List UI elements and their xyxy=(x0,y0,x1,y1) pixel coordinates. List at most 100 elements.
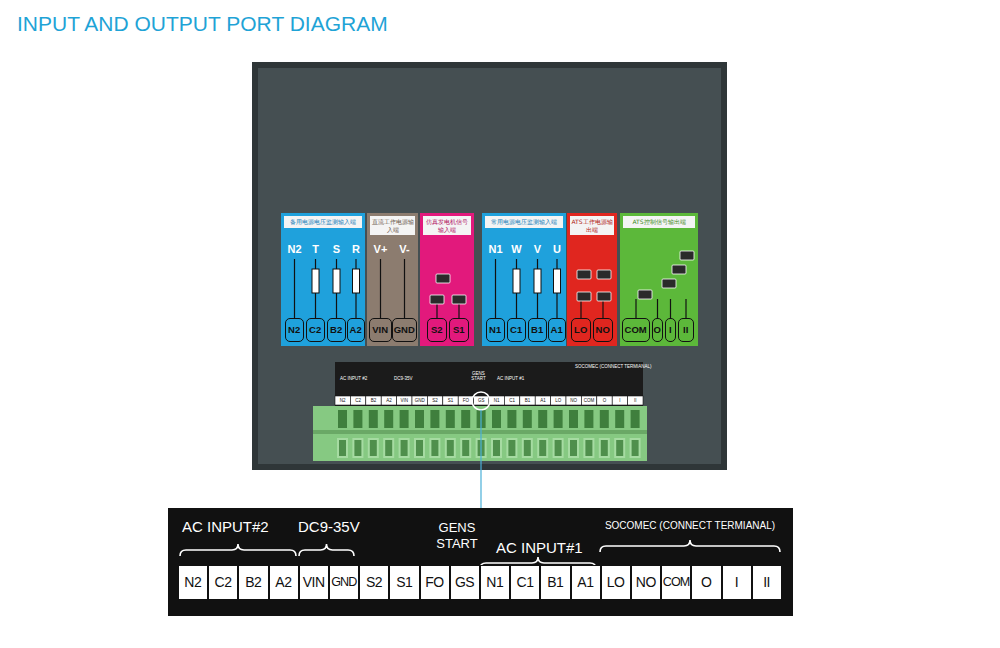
wire-hole xyxy=(585,440,592,456)
terminal-marker: O xyxy=(652,318,663,342)
terminal-name: S2 xyxy=(431,324,443,335)
terminal-marker: N1 xyxy=(486,318,505,342)
small-cell xyxy=(412,396,427,405)
small-cell xyxy=(581,396,596,405)
fuse-symbol xyxy=(513,269,520,293)
small-cell-name: N1 xyxy=(494,398,500,403)
wire-hole xyxy=(524,440,531,456)
wire-hole xyxy=(601,440,608,456)
screw-slot xyxy=(584,410,593,428)
terminal-cell: A2 xyxy=(269,565,299,600)
cell-name: B1 xyxy=(547,574,563,590)
small-cell-name: NO xyxy=(570,398,577,403)
brace xyxy=(180,544,296,556)
small-cell-name: O xyxy=(603,398,607,403)
wire-entry xyxy=(537,438,548,458)
wire-entry xyxy=(368,438,379,458)
cell-name: GS xyxy=(455,574,474,590)
cell-name: NO xyxy=(636,574,656,590)
small-cell xyxy=(397,396,412,405)
small-cell xyxy=(489,396,504,405)
small-cell xyxy=(504,396,519,405)
relay-symbol xyxy=(436,274,450,283)
screw-slot xyxy=(615,410,624,428)
screw-slot xyxy=(538,410,547,428)
terminal-letter: R xyxy=(352,243,360,255)
terminal-letter: V xyxy=(534,243,541,255)
small-cell xyxy=(335,396,350,405)
terminal-cell: I xyxy=(722,565,752,600)
screw-slot xyxy=(492,410,501,428)
group-heading: AC INPUT#1 xyxy=(496,539,583,557)
strip-heading: ATS控制信号输出端 xyxy=(623,216,695,228)
relay-symbol xyxy=(577,270,591,279)
wire-hole xyxy=(447,440,454,456)
cell-name: A2 xyxy=(275,574,291,590)
color-label-strip: ATS工作电源输出端LONO xyxy=(567,213,617,346)
terminal-name: COM xyxy=(625,324,647,335)
small-cell-name: VIN xyxy=(401,398,409,403)
small-cell xyxy=(443,396,458,405)
cell-name: C1 xyxy=(517,574,534,590)
terminal-cell: B1 xyxy=(540,565,570,600)
wire-hole xyxy=(570,440,577,456)
small-cell-name: COM xyxy=(584,398,595,403)
group-heading: GENS START xyxy=(432,520,482,551)
small-cell-name: A2 xyxy=(386,398,392,403)
wire-entry xyxy=(491,438,502,458)
wire xyxy=(495,259,496,318)
zoom-circle xyxy=(472,392,490,410)
cell-name: C2 xyxy=(215,574,232,590)
fuse-symbol xyxy=(554,269,561,293)
small-cell xyxy=(427,396,442,405)
small-cell xyxy=(474,396,489,405)
cell-name: FO xyxy=(425,574,443,590)
brace xyxy=(600,540,780,552)
small-cell-name: I xyxy=(619,398,620,403)
small-cell-name: II xyxy=(634,398,637,403)
small-cell xyxy=(381,396,396,405)
wire-entry xyxy=(352,438,363,458)
screw-slot xyxy=(523,410,532,428)
small-cell xyxy=(350,396,365,405)
wire xyxy=(458,304,459,318)
wire xyxy=(670,299,671,318)
terminal-letter: V+ xyxy=(374,243,388,255)
panel-face xyxy=(258,68,721,464)
screw-slot xyxy=(415,410,424,428)
small-cell-name: B1 xyxy=(525,398,531,403)
small-cell-name: C1 xyxy=(509,398,515,403)
relay-symbol xyxy=(672,265,686,274)
terminal-cell: GND xyxy=(329,565,359,600)
wire xyxy=(602,301,603,318)
wire xyxy=(580,301,581,318)
strip-heading: 常用电源电压监测输入端 xyxy=(485,216,563,228)
terminal-letter: W xyxy=(511,243,521,255)
small-cell-name: A1 xyxy=(540,398,546,403)
group-heading: AC INPUT#2 xyxy=(182,518,269,536)
wire xyxy=(294,259,295,318)
small-heading: SOCOMEC (CONNECT TERMIANAL) xyxy=(575,364,652,369)
small-heading: AC INPUT #1 xyxy=(497,376,524,381)
wire-hole xyxy=(370,440,377,456)
screw-slot xyxy=(554,410,563,428)
terminal-block xyxy=(313,406,647,461)
fuse-symbol xyxy=(534,269,541,293)
screw-slot xyxy=(353,410,362,428)
wire xyxy=(404,259,405,318)
terminal-name: C1 xyxy=(510,324,522,335)
wire-entry xyxy=(337,438,348,458)
terminal-marker: B2 xyxy=(327,318,346,342)
small-cell-name: LO xyxy=(555,398,561,403)
cell-name: B2 xyxy=(245,574,261,590)
brace xyxy=(299,544,354,556)
terminal-ridge xyxy=(313,430,647,434)
fuse-symbol xyxy=(312,269,319,293)
wire-hole xyxy=(401,440,408,456)
wire-entry xyxy=(383,438,394,458)
terminal-cell: S1 xyxy=(389,565,419,600)
terminal-name: I xyxy=(669,324,672,335)
fuse-symbol xyxy=(353,269,360,293)
wire-hole xyxy=(462,440,469,456)
terminal-marker: II xyxy=(678,318,694,342)
